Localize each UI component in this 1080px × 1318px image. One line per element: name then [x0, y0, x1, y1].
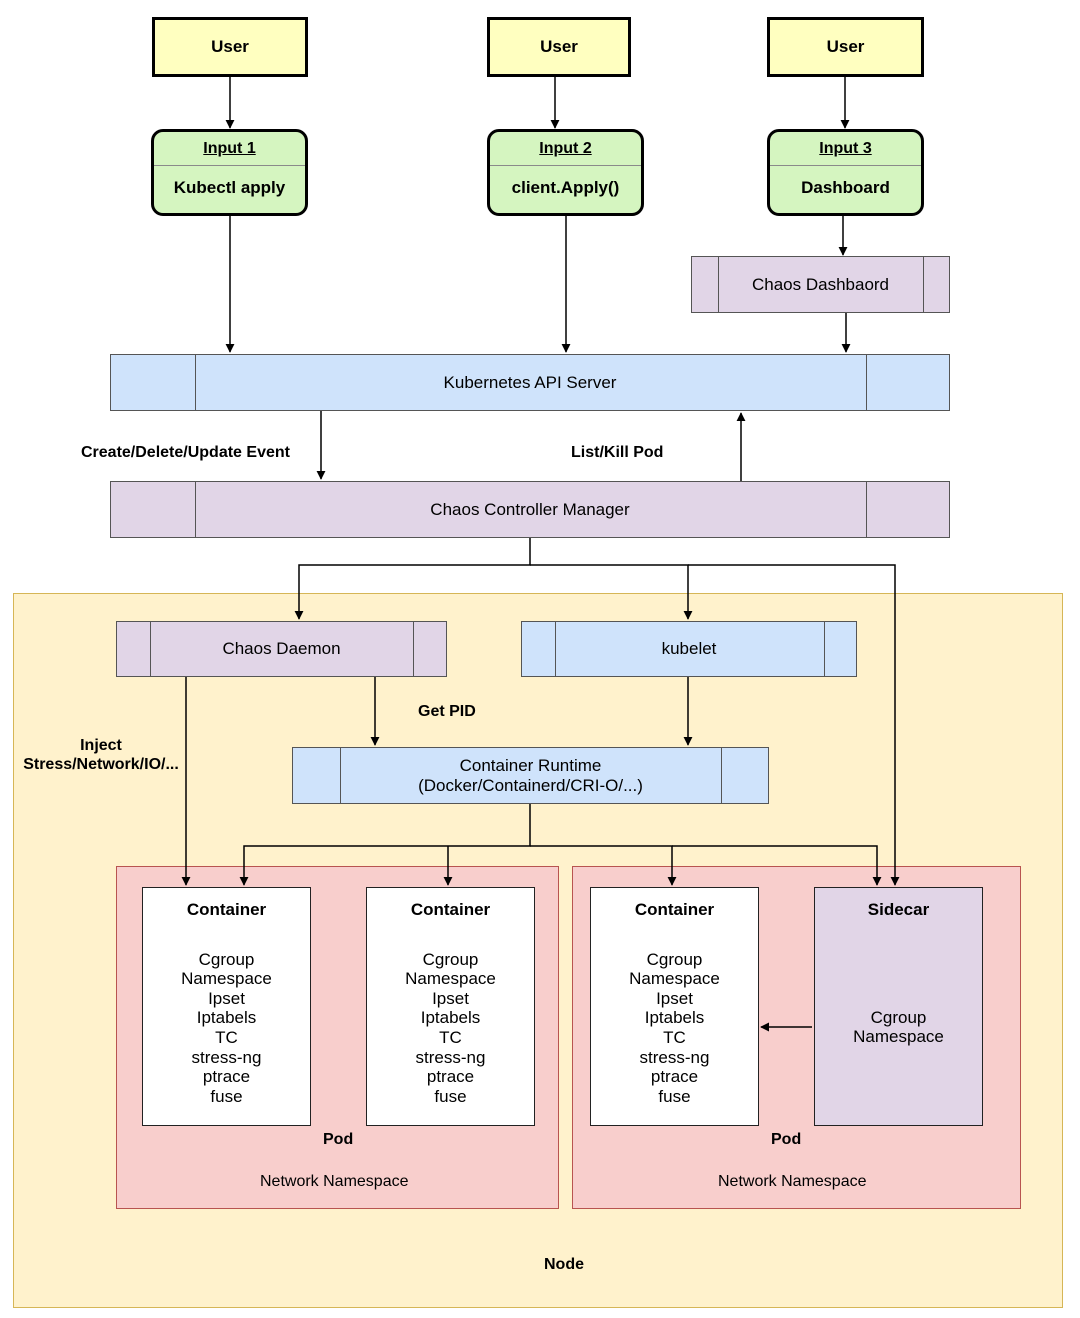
container-2-title: Container [410, 900, 491, 919]
container-2-item: Ipset [432, 988, 469, 1008]
sidecar-item: Namespace [853, 1027, 944, 1047]
pod-right-network-namespace: Network Namespace [718, 1173, 867, 1190]
container-1-item: Namespace [181, 969, 272, 989]
input-box-1: Input 1 Kubectl apply [151, 129, 308, 216]
input-1-title: Input 1 [154, 132, 305, 166]
api-server-label: Kubernetes API Server [443, 372, 617, 392]
node-label: Node [544, 1256, 584, 1273]
controller-manager-box: Chaos Controller Manager [110, 481, 950, 538]
chaos-dashboard-box: Chaos Dashbaord [691, 256, 950, 313]
container-runtime-label: Container Runtime (Docker/Containerd/CRI… [418, 756, 643, 796]
input-2-title: Input 2 [490, 132, 641, 166]
pod-left-label: Pod [323, 1131, 354, 1148]
api-server-box: Kubernetes API Server [110, 354, 950, 411]
user-box-1: User [152, 17, 308, 77]
inject-label-line-2: Stress/Network/IO/... [23, 756, 179, 773]
arrow-controller-kubelet [530, 564, 693, 620]
container-1-item: Cgroup [198, 949, 255, 969]
container-3-item: Namespace [629, 969, 720, 989]
container-1-item: ptrace [202, 1067, 251, 1087]
pod-left-network-namespace: Network Namespace [260, 1173, 409, 1190]
kubelet-label: kubelet [661, 639, 717, 658]
container-3-item: TC [663, 1027, 686, 1047]
container-box-3: Container Cgroup Namespace Ipset Iptabel… [590, 887, 759, 1126]
arrow-runtime-container3 [530, 845, 677, 886]
user-box-3: User [767, 17, 924, 77]
container-runtime-box: Container Runtime (Docker/Containerd/CRI… [292, 747, 769, 804]
input-box-2: Input 2 client.Apply() [487, 129, 644, 216]
container-2-item: ptrace [426, 1067, 475, 1087]
chaos-daemon-box: Chaos Daemon [116, 621, 447, 677]
container-3-item: ptrace [650, 1067, 699, 1087]
sidecar-title: Sidecar [867, 900, 930, 919]
list-kill-label: List/Kill Pod [571, 444, 664, 461]
inject-label: Inject Stress/Network/IO/... [18, 736, 184, 774]
container-2-item: TC [439, 1027, 462, 1047]
chaos-dashboard-label: Chaos Dashbaord [751, 274, 890, 294]
container-3-title: Container [634, 900, 715, 919]
container-3-item: Ipset [656, 988, 693, 1008]
container-2-item: Iptabels [420, 1008, 481, 1028]
sidecar-item: Cgroup [870, 1007, 927, 1027]
container-1-item: Iptabels [196, 1008, 257, 1028]
container-1-item: TC [215, 1027, 238, 1047]
container-2-item: fuse [434, 1086, 467, 1106]
kubelet-box: kubelet [521, 621, 857, 677]
container-runtime-title: Container Runtime [459, 755, 602, 775]
arrow-runtime-sidecar [672, 845, 882, 886]
sidecar-box: Sidecar Cgroup Namespace [814, 887, 983, 1126]
input-1-action: Kubectl apply [173, 178, 286, 197]
container-2-item: Cgroup [422, 949, 479, 969]
container-3-item: Cgroup [646, 949, 703, 969]
inject-label-line-1: Inject [80, 737, 122, 754]
input-box-3: Input 3 Dashboard [767, 129, 924, 216]
arrow-controller-daemon [294, 538, 531, 620]
container-runtime-subtitle: (Docker/Containerd/CRI-O/...) [418, 775, 643, 795]
get-pid-label: Get PID [418, 703, 476, 720]
arrow-runtime-container1 [239, 804, 531, 886]
pod-right-label: Pod [771, 1131, 802, 1148]
event-label: Create/Delete/Update Event [81, 444, 290, 461]
container-3-item: stress-ng [639, 1047, 710, 1067]
user-box-2: User [487, 17, 631, 77]
input-2-action: client.Apply() [511, 178, 620, 197]
arrow-controller-sidecar [688, 564, 900, 886]
controller-manager-label: Chaos Controller Manager [430, 499, 630, 519]
input-3-title: Input 3 [770, 132, 921, 166]
input-3-action: Dashboard [801, 178, 890, 197]
container-2-item: Namespace [405, 969, 496, 989]
container-1-item: Ipset [208, 988, 245, 1008]
container-box-1: Container Cgroup Namespace Ipset Iptabel… [142, 887, 311, 1126]
chaos-daemon-label: Chaos Daemon [222, 639, 341, 658]
container-3-item: Iptabels [644, 1008, 705, 1028]
container-1-item: fuse [210, 1086, 243, 1106]
container-1-title: Container [186, 900, 267, 919]
container-3-item: fuse [658, 1086, 691, 1106]
container-2-item: stress-ng [415, 1047, 486, 1067]
container-box-2: Container Cgroup Namespace Ipset Iptabel… [366, 887, 535, 1126]
container-1-item: stress-ng [191, 1047, 262, 1067]
